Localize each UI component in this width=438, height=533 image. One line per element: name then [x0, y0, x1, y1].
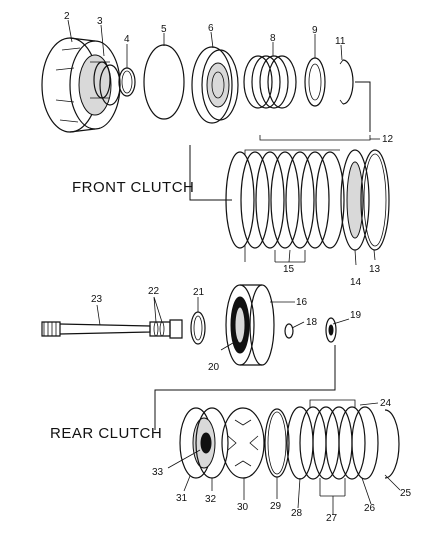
o-ring-part-5: [143, 44, 185, 120]
callout-9: 9: [312, 25, 318, 36]
callout-16: 16: [296, 297, 308, 308]
callout-4: 4: [124, 34, 130, 45]
callout-33: 33: [152, 467, 164, 478]
thrust-washer-part-19: [325, 317, 337, 343]
front-clutch-pack: [225, 149, 345, 263]
callout-8: 8: [270, 33, 276, 44]
leader-lines: [67, 19, 401, 515]
rear-clutch-pack: [286, 399, 379, 497]
callout-11: 11: [335, 36, 346, 47]
callout-2: 2: [64, 11, 70, 22]
callout-29: 29: [270, 501, 282, 512]
snap-ring-part-13: [360, 149, 390, 251]
callout-20: 20: [208, 362, 220, 373]
snap-ring-part-11: [339, 59, 354, 105]
callout-13: 13: [369, 264, 381, 275]
callout-32: 32: [205, 494, 217, 505]
spring-retainer-part-9: [304, 57, 326, 107]
front-clutch-bracket: [189, 81, 371, 201]
snap-ring-part-25: [384, 409, 400, 479]
return-spring-part-8: [243, 55, 297, 109]
wave-spring-part-30: [221, 407, 265, 479]
callout-12: 12: [382, 134, 394, 145]
front-clutch-title: FRONT CLUTCH: [72, 179, 194, 196]
callout-6: 6: [208, 23, 214, 34]
input-shaft-part-23: [41, 319, 183, 339]
callout-24: 24: [380, 398, 392, 409]
callout-23: 23: [91, 294, 103, 305]
callout-labels: 2 3 4 5 6 8 9 11 12 13 14 15 16 18 19 20…: [64, 11, 412, 524]
callout-27: 27: [326, 513, 338, 524]
piston-retainer-part-31: [179, 407, 216, 479]
rear-clutch-title: REAR CLUTCH: [50, 425, 162, 442]
callout-14: 14: [350, 277, 362, 288]
callout-15: 15: [283, 264, 295, 275]
callout-3: 3: [97, 16, 103, 27]
callout-22: 22: [148, 286, 160, 297]
callout-21: 21: [193, 287, 205, 298]
callout-25: 25: [400, 488, 412, 499]
seal-ring-part-4: [118, 67, 136, 97]
spacer-ring-part-29: [264, 408, 290, 478]
callout-26: 26: [364, 503, 376, 514]
callout-30: 30: [237, 502, 249, 513]
callout-28: 28: [291, 508, 303, 519]
piston-part-6: [191, 46, 239, 124]
callout-31: 31: [176, 493, 188, 504]
front-clutch-retainer-part-2: [41, 37, 121, 133]
rear-clutch-retainer-part-16: [225, 284, 275, 366]
callout-18: 18: [306, 317, 318, 328]
callout-5: 5: [161, 24, 167, 35]
callout-19: 19: [350, 310, 362, 321]
seal-rings-part-22: [153, 321, 165, 337]
seal-ring-part-18: [284, 323, 294, 339]
o-ring-part-21: [190, 311, 206, 345]
front-clutch-hub-part-3: [90, 61, 111, 99]
front-pack-bracket-12: [259, 135, 371, 141]
